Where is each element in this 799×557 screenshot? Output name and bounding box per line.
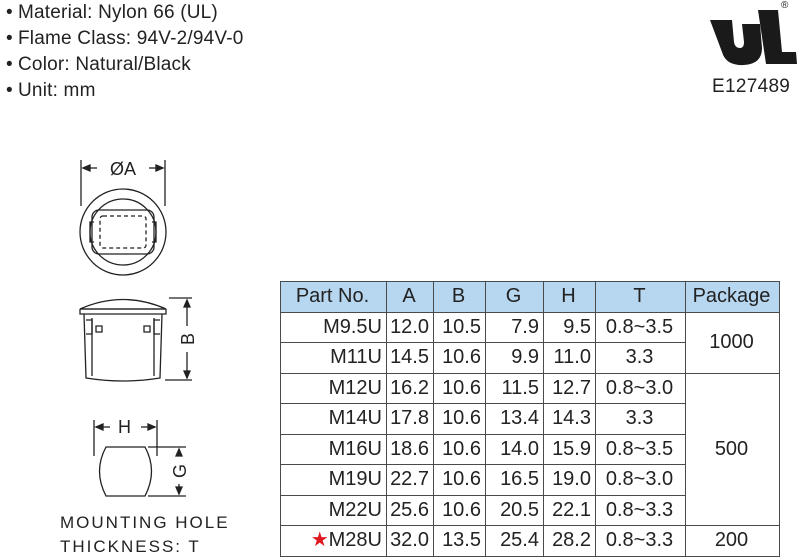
mounting-hole-drawing xyxy=(93,420,186,497)
dim-b-cell: 10.6 xyxy=(433,342,486,374)
dim-b-cell: 10.6 xyxy=(433,372,486,404)
part-number-cell: M22U xyxy=(280,494,387,526)
part-number-text: M28U xyxy=(328,529,382,552)
dim-g-cell: 14.0 xyxy=(485,433,544,465)
dim-h-cell: 9.5 xyxy=(543,311,596,343)
ul-recognized-icon xyxy=(700,2,799,98)
dim-h-cell: 12.7 xyxy=(543,372,596,404)
part-number-cell: M11U xyxy=(280,342,387,374)
dim-h-cell: 11.0 xyxy=(543,342,596,374)
part-number-cell: ★M28U xyxy=(280,525,387,557)
col-header-part-no: Part No. xyxy=(280,281,387,313)
dim-g-cell: 20.5 xyxy=(485,494,544,526)
dim-h-cell: 28.2 xyxy=(543,525,596,557)
col-header-package: Package xyxy=(685,281,780,313)
col-header-g: G xyxy=(485,281,544,313)
dim-g-cell: 11.5 xyxy=(485,372,544,404)
dim-label-a: ØA xyxy=(110,159,136,179)
thickness-cell: 0.8~3.5 xyxy=(595,311,686,343)
dim-a-cell: 22.7 xyxy=(386,464,434,496)
thickness-cell: 0.8~3.5 xyxy=(595,433,686,465)
part-number-cell: M12U xyxy=(280,372,387,404)
part-number-cell: M14U xyxy=(280,403,387,435)
package-cell: 1000 xyxy=(685,311,780,374)
part-number-cell: M19U xyxy=(280,464,387,496)
col-header-a: A xyxy=(386,281,434,313)
col-header-h: H xyxy=(543,281,596,313)
dim-a-cell: 12.0 xyxy=(386,311,434,343)
dim-b-cell: 13.5 xyxy=(433,525,486,557)
dim-label-g: G xyxy=(170,464,190,478)
dim-h-cell: 15.9 xyxy=(543,433,596,465)
thickness-cell: 0.8~3.3 xyxy=(595,494,686,526)
dim-h-cell: 19.0 xyxy=(543,464,596,496)
dim-a-cell: 16.2 xyxy=(386,372,434,404)
dim-label-b: B xyxy=(178,333,198,345)
part-number-text: M14U xyxy=(328,407,382,430)
ul-file-number: E127489 xyxy=(712,76,791,97)
dim-b-cell: 10.6 xyxy=(433,403,486,435)
dim-a-cell: 18.6 xyxy=(386,433,434,465)
thickness-cell: 3.3 xyxy=(595,342,686,374)
spec-unit: •Unit: mm xyxy=(6,80,96,101)
dim-g-cell: 13.4 xyxy=(485,403,544,435)
dim-b-cell: 10.6 xyxy=(433,433,486,465)
table-header-row: Part No. A B G H T Package xyxy=(280,281,780,313)
package-cell: 500 xyxy=(685,372,780,526)
thickness-cell: 0.8~3.0 xyxy=(595,372,686,404)
thickness-cell: 3.3 xyxy=(595,403,686,435)
dim-a-cell: 32.0 xyxy=(386,525,434,557)
mounting-hole-note: MOUNTING HOLE xyxy=(60,513,230,532)
part-number-text: M22U xyxy=(328,498,382,521)
part-number-cell: M16U xyxy=(280,433,387,465)
registered-mark: ® xyxy=(781,0,789,11)
dim-b-cell: 10.6 xyxy=(433,464,486,496)
spec-material: •Material: Nylon 66 (UL) xyxy=(6,2,218,23)
dim-g-cell: 25.4 xyxy=(485,525,544,557)
thickness-cell: 0.8~3.3 xyxy=(595,525,686,557)
dim-h-cell: 14.3 xyxy=(543,403,596,435)
star-icon: ★ xyxy=(310,529,329,552)
dim-g-cell: 16.5 xyxy=(485,464,544,496)
part-number-text: M12U xyxy=(328,376,382,399)
col-header-b: B xyxy=(433,281,486,313)
dim-h-cell: 22.1 xyxy=(543,494,596,526)
dim-a-cell: 14.5 xyxy=(386,342,434,374)
side-view-drawing xyxy=(79,297,192,382)
part-number-cell: M9.5U xyxy=(280,311,387,343)
dim-g-cell: 7.9 xyxy=(485,311,544,343)
thickness-cell: 0.8~3.0 xyxy=(595,464,686,496)
part-number-text: M11U xyxy=(330,346,382,369)
dim-a-cell: 17.8 xyxy=(386,403,434,435)
plug-technical-drawing: ØA B H G xyxy=(79,159,198,497)
dim-g-cell: 9.9 xyxy=(485,342,544,374)
part-number-text: M19U xyxy=(328,468,382,491)
dim-a-cell: 25.6 xyxy=(386,494,434,526)
dim-label-h: H xyxy=(118,417,131,437)
package-cell: 200 xyxy=(685,525,780,557)
dim-b-cell: 10.6 xyxy=(433,494,486,526)
col-header-t: T xyxy=(595,281,686,313)
dim-b-cell: 10.5 xyxy=(433,311,486,343)
spec-list: •Material: Nylon 66 (UL) •Flame Class: 9… xyxy=(6,0,244,104)
spec-color: •Color: Natural/Black xyxy=(6,54,191,75)
thickness-note: THICKNESS: T xyxy=(60,537,201,556)
part-number-text: M16U xyxy=(328,437,382,460)
top-view-drawing xyxy=(79,160,167,276)
spec-flame-class: •Flame Class: 94V-2/94V-0 xyxy=(6,28,244,49)
part-number-text: M9.5U xyxy=(323,315,382,338)
